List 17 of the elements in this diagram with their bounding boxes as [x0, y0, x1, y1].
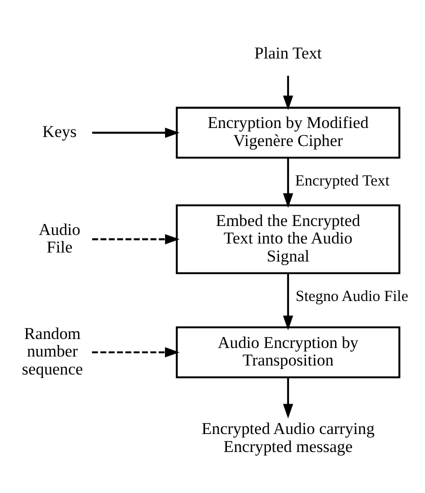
arrow [282, 158, 294, 208]
arrow [92, 346, 180, 357]
node-box: Encryption by Modified Vigenère Cipher [176, 106, 400, 158]
node-text: Random number sequence [22, 323, 83, 378]
node-text: Plain Text [254, 43, 322, 62]
arrow [282, 272, 294, 330]
arrow [282, 75, 294, 110]
node-box: Embed the Encrypted Text into the Audio Signal [176, 204, 400, 274]
node-text: Encrypted Audio carrying Encrypted message [202, 418, 375, 456]
arrow [92, 234, 180, 244]
arrow [92, 127, 180, 138]
node-text: Keys [42, 122, 77, 141]
node-text: Audio File [38, 219, 80, 256]
edge-label: Stegno Audio File [296, 288, 408, 305]
arrow [282, 376, 294, 418]
node-box: Audio Encryption by Transposition [176, 326, 400, 378]
edge-label: Encrypted Text [295, 172, 390, 190]
